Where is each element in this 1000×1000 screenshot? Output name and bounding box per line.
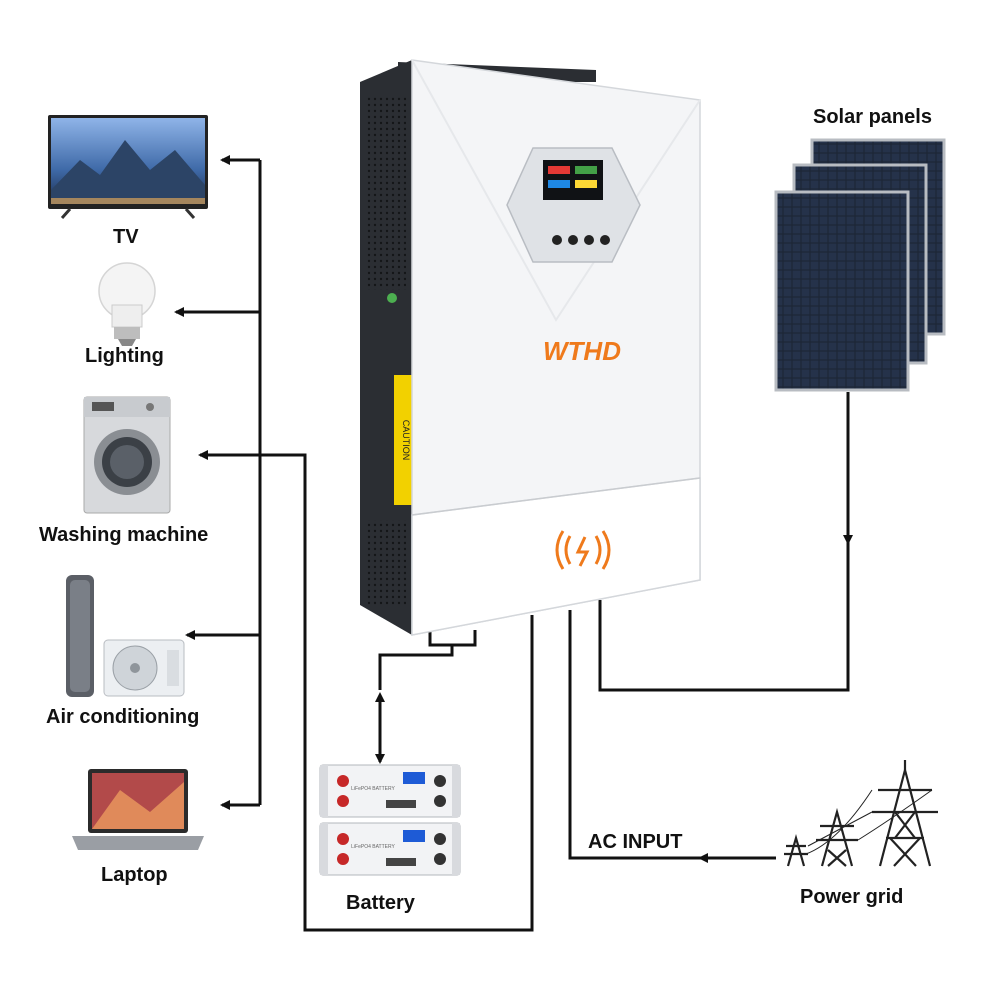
battery-module-top: LiFePO4 BATTERY [319,764,461,818]
tower-small [784,833,808,867]
washing-machine-icon [83,396,171,514]
laptop-icon [72,769,204,850]
tower-large [872,760,938,867]
solar-panels-label: Solar panels [813,106,932,128]
caution-label: CAUTION [401,420,411,461]
battery-line [375,630,477,764]
power-tower-icon [784,760,938,867]
brand-logo: WTHD [543,336,621,366]
power-grid-label: Power grid [800,886,904,908]
lighting-label: Lighting [85,345,164,367]
solar-panel-icon [774,138,946,392]
ac-input-label: AC INPUT [588,831,683,853]
solar-line [598,392,853,692]
tv-label: TV [113,226,139,248]
battery-module-label: LiFePO4 BATTERY [351,786,395,792]
light-bulb-icon [98,262,156,346]
washing-machine-line [198,450,534,932]
battery-module-bottom: LiFePO4 BATTERY [319,822,461,876]
battery-icon: LiFePO4 BATTERY LiFePO4 BATTERY [319,764,461,876]
ac-input-line [568,610,776,863]
air-conditioner-icon [66,575,185,697]
wireless-icon [555,530,611,570]
load-bus-lines [174,155,262,810]
tv-icon [48,115,208,219]
inverter-icon: CAUTION WTHD [360,59,701,636]
laptop-label: Laptop [101,864,168,886]
air-conditioning-label: Air conditioning [46,706,200,728]
battery-module-label: LiFePO4 BATTERY [351,844,395,850]
washing-machine-label: Washing machine [39,524,209,546]
tower-medium [816,807,858,867]
battery-label: Battery [346,892,415,914]
